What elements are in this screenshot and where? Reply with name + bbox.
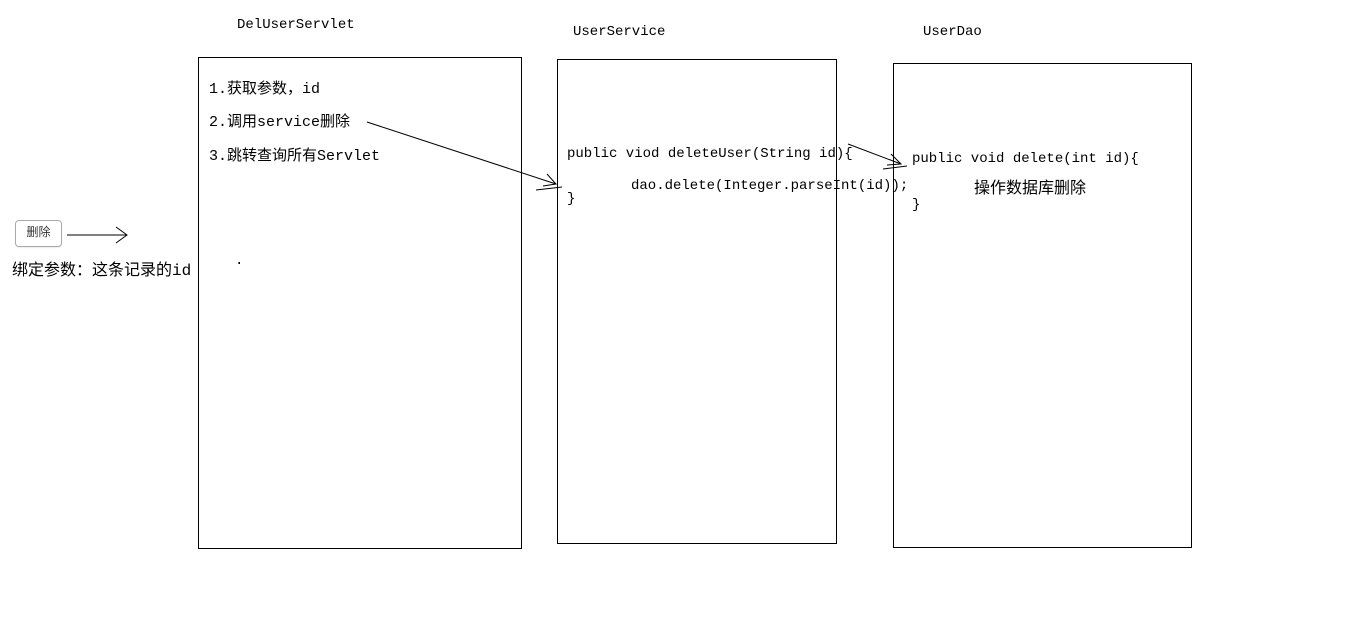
dao-title: UserDao: [923, 24, 982, 40]
service-code-signature: public viod deleteUser(String id){: [567, 146, 853, 162]
bind-param-caption: 绑定参数：这条记录的id: [12, 262, 192, 280]
servlet-box: 1.获取参数，id 2.调用service删除 3.跳转查询所有Servlet …: [198, 57, 522, 549]
servlet-step-1: 1.获取参数，id: [209, 81, 321, 98]
dao-box: public void delete(int id){ 操作数据库删除 }: [893, 63, 1192, 548]
servlet-step-2: 2.调用service删除: [209, 114, 351, 131]
service-box: public viod deleteUser(String id){ dao.d…: [557, 59, 908, 544]
service-title: UserService: [573, 24, 666, 40]
dao-code-signature: public void delete(int id){: [912, 151, 1139, 167]
service-code-body: dao.delete(Integer.parseInt(id));: [631, 178, 909, 194]
service-code-close: }: [567, 191, 576, 207]
delete-button[interactable]: 删除: [15, 220, 62, 247]
dao-code-close: }: [912, 197, 921, 213]
servlet-step-3: 3.跳转查询所有Servlet: [209, 148, 381, 165]
servlet-title: DelUserServlet: [237, 17, 355, 33]
stray-dot: .: [235, 253, 244, 269]
dao-code-comment: 操作数据库删除: [974, 180, 1087, 198]
button-to-servlet-arrow: [67, 226, 128, 244]
